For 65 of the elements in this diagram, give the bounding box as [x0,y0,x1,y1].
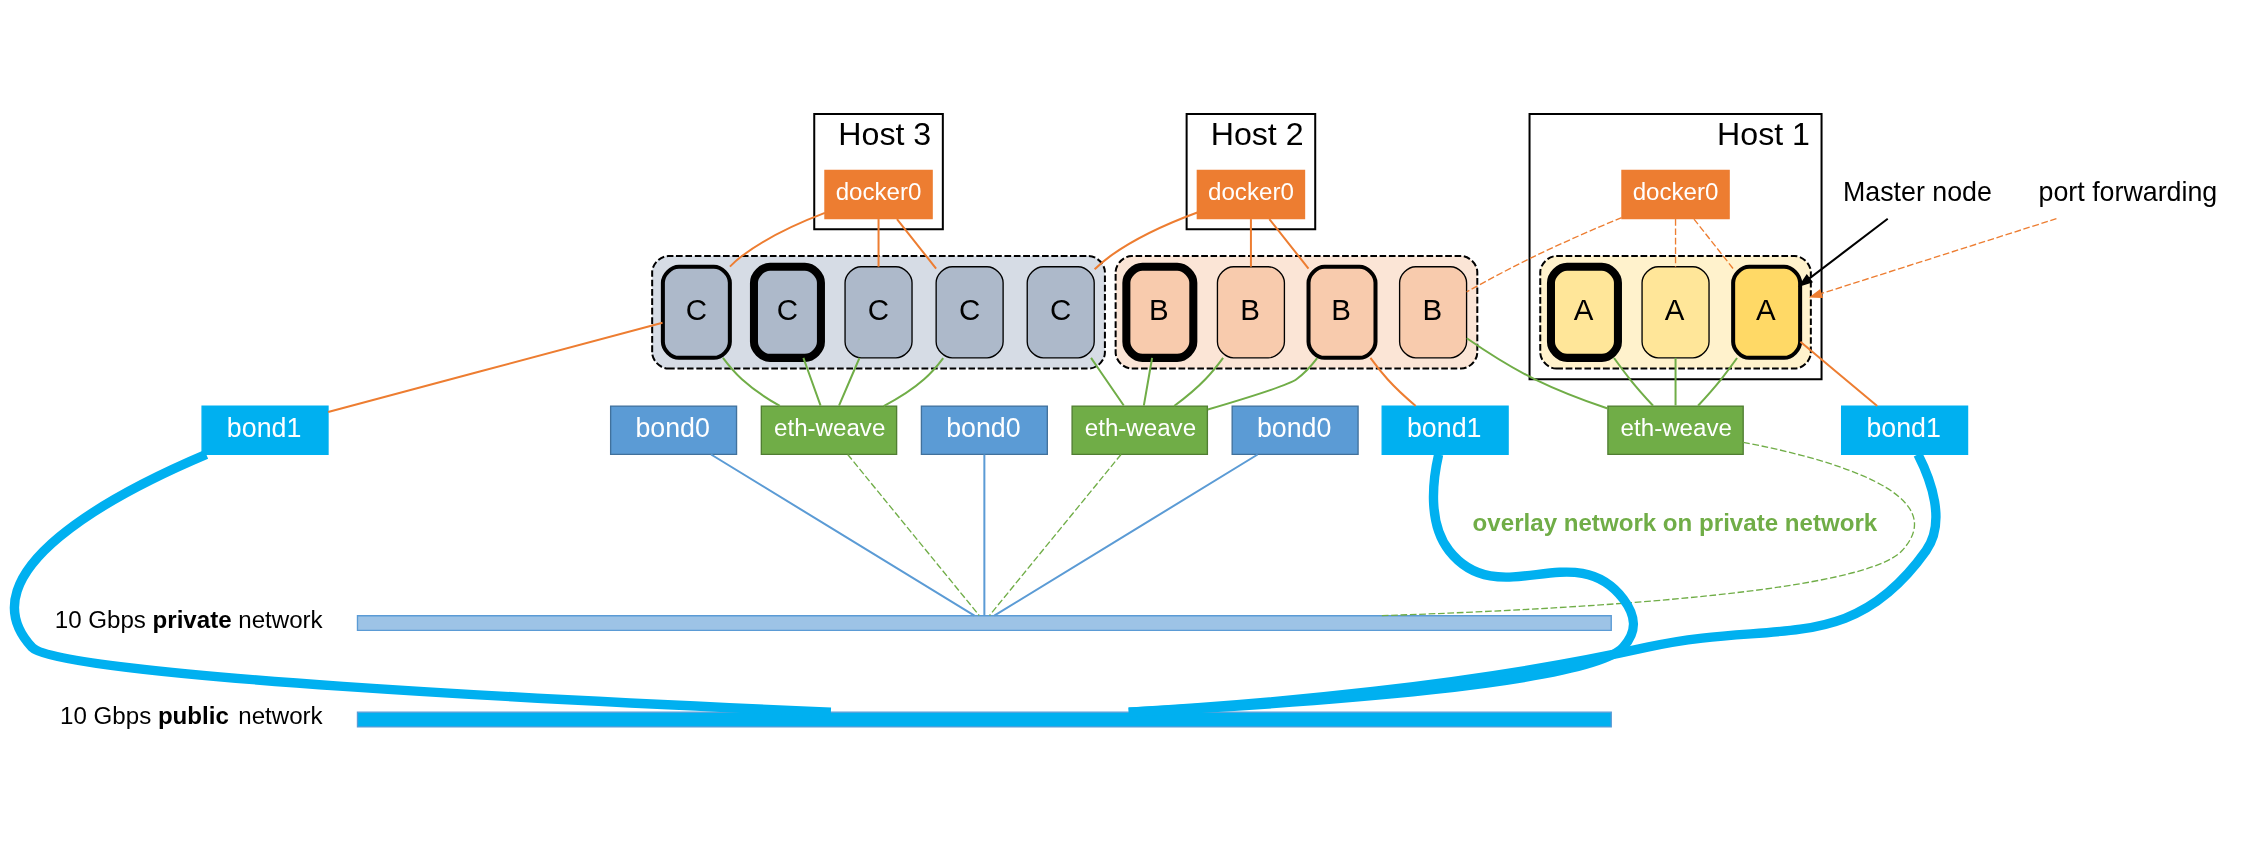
label: overlay network on private network [1472,508,1878,536]
connector [1465,216,1623,293]
node-box: bond0 [920,404,1048,455]
node-box: B [1398,265,1468,359]
connector [896,217,937,269]
node-box: bond1 [201,404,329,455]
node-box: C [935,265,1004,359]
connector [838,356,861,406]
node-box: C [844,265,913,359]
connector [1173,356,1224,407]
connector [729,211,826,267]
arrow [1798,217,1889,287]
node-box: eth-weave [1071,404,1209,455]
node-box: A [1641,265,1710,359]
node-text: Master node [1842,176,1992,207]
node-bar [356,711,1612,728]
connector [847,453,980,616]
node-box: docker0 [824,169,933,219]
node-box: A [1546,262,1622,362]
node-box: C [660,264,732,360]
node-box: eth-weave [760,404,898,455]
cluster [1114,254,1479,370]
connector [1249,218,1252,267]
node-box: bond1 [1381,404,1509,455]
node-box: B [1216,265,1286,359]
cluster [651,254,1106,370]
node-box: B [1122,262,1198,362]
connector [988,453,1122,616]
connector [1268,217,1310,269]
connector [1466,336,1609,409]
node-box: docker0 [1621,169,1730,219]
connector [1142,357,1154,406]
connector [802,357,822,406]
node-text: port forwarding [2038,176,2218,207]
connector [327,321,663,413]
node-box: C [749,262,825,362]
node-bar [356,614,1612,631]
connector [877,218,880,267]
connector [983,454,986,615]
connector [1613,356,1654,406]
node-box: bond0 [609,404,738,455]
node-box: bond1 [1841,404,1969,455]
connector [1693,217,1734,269]
arrow [1808,217,2058,298]
node-box: docker0 [1196,169,1306,219]
connector [1369,356,1417,407]
node-box: A [1731,264,1803,360]
connector [1090,356,1125,406]
connector [1207,357,1318,411]
connector [1674,357,1677,406]
connector [1379,441,1916,616]
connector [883,357,944,407]
node-box: bond0 [1231,404,1359,455]
node-box: C [1026,265,1095,359]
node-box: eth-weave [1607,404,1744,455]
connector [722,356,781,407]
connector [1697,356,1738,406]
node-box: B [1306,264,1378,360]
node-label: 10 Gbps public network [60,701,323,729]
connector [1799,340,1878,407]
connector [710,453,975,617]
connector [1093,211,1198,270]
connector [1674,217,1677,267]
node-label: 10 Gbps private network [54,605,323,633]
connector [993,453,1259,617]
